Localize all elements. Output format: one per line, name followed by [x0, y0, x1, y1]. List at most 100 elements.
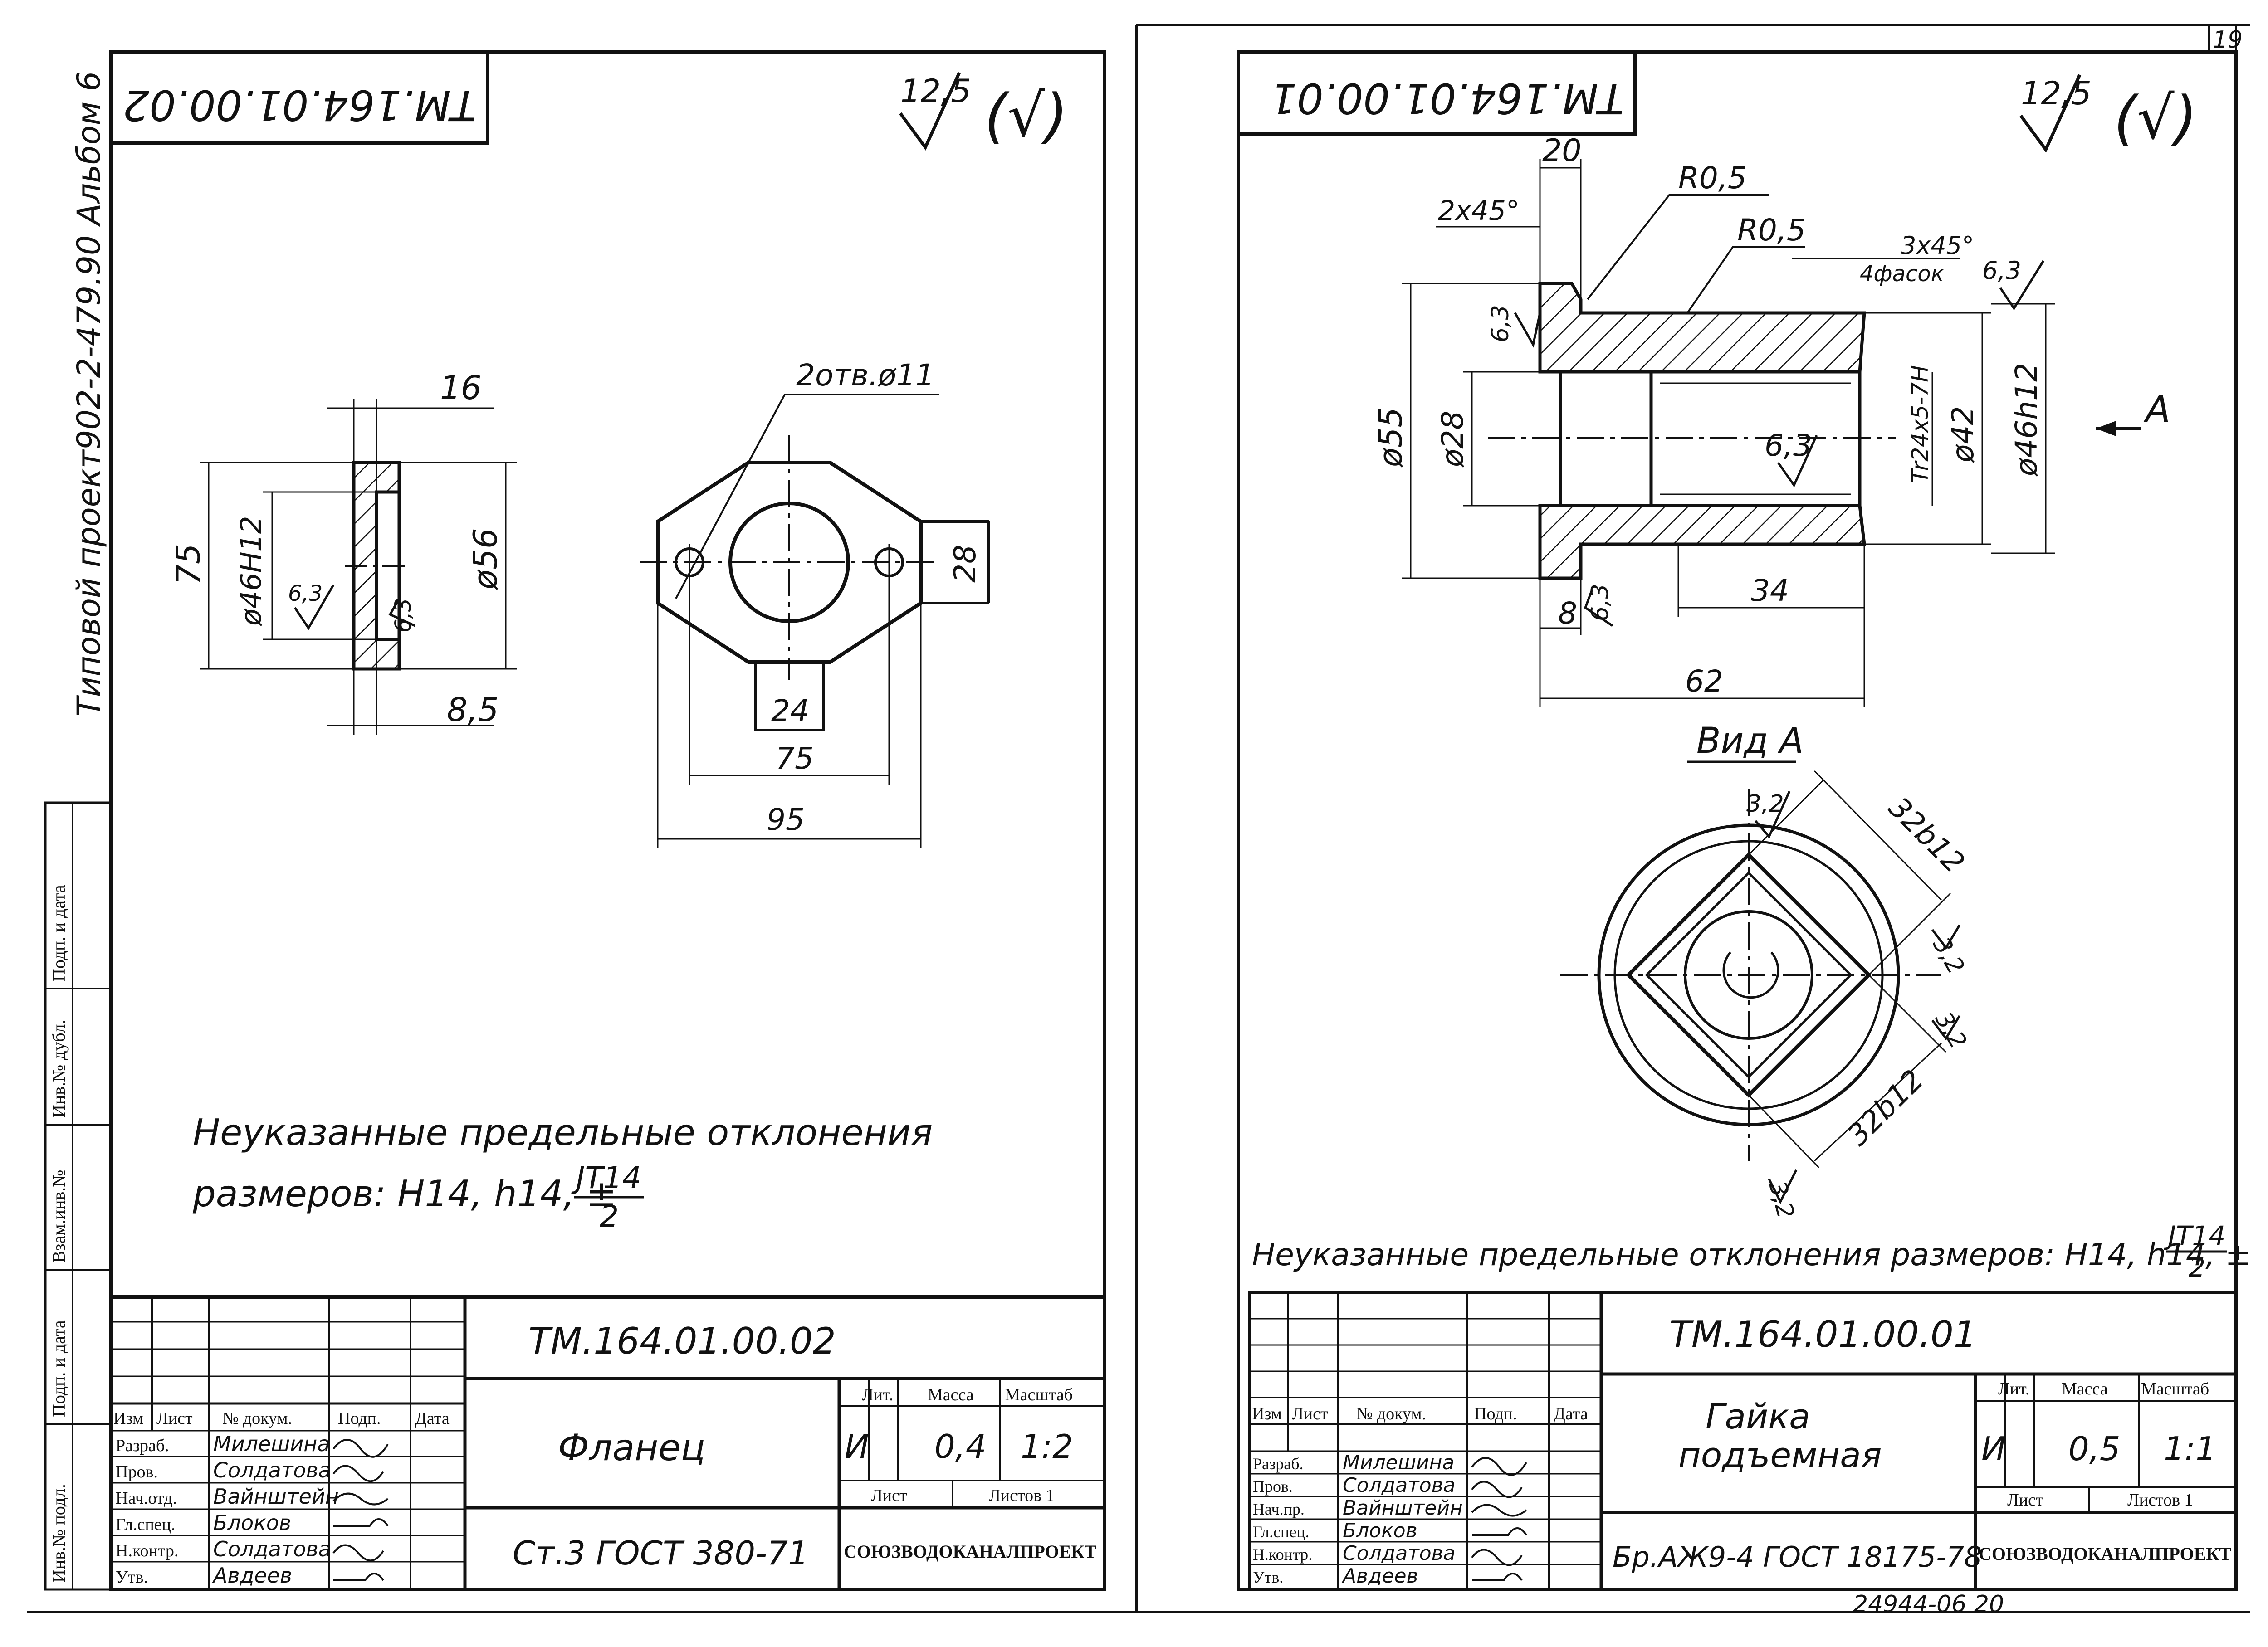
dim-radius-2: R0,5 — [1737, 213, 1806, 248]
note-fraction-den: 2 — [600, 1199, 619, 1234]
r-hdr-izm: Изм — [1252, 1404, 1282, 1423]
note-line-2: размеров: H14, h14, ± — [192, 1173, 616, 1215]
role-gl-spec: Гл.спец. — [116, 1515, 175, 1534]
left-scale: 1:2 — [1021, 1428, 1073, 1466]
right-note-fraction-num: JT14 — [2164, 1220, 2225, 1251]
role-razrab: Разраб. — [116, 1436, 169, 1455]
left-sheet: Инв.№ подл. Подп. и дата Взам.инв.№ Инв.… — [27, 50, 2250, 1613]
dim-flange-20: 20 — [1542, 133, 1582, 169]
hdr-list: Лист — [156, 1409, 193, 1428]
left-mirrored-doc-number: ТМ.164.01.00.02 — [123, 81, 476, 129]
dim-spacing-75: 75 — [776, 741, 814, 776]
left-hdr-scale: Масштаб — [1005, 1385, 1073, 1404]
rough-bottom: 6,3 — [1587, 584, 1614, 621]
left-lit: И — [845, 1428, 869, 1466]
name-nach: Вайнштейн — [213, 1484, 339, 1509]
right-org: СОЮЗВОДОКАНАЛПРОЕКТ — [1979, 1544, 2231, 1564]
dim-square-bottom: 32b12 — [1841, 1063, 1930, 1152]
dim-thick-8: 8 — [1558, 596, 1577, 631]
left-sheet-label: Лист — [871, 1486, 907, 1505]
hdr-podp: Подп. — [338, 1409, 381, 1428]
right-mirrored-doc-number: ТМ.164.01.00.01 — [1271, 74, 1624, 122]
left-sheets-label: Листов 1 — [989, 1486, 1055, 1505]
right-roughness-symbol: 12,5 (√) — [2019, 74, 2197, 153]
dim-step-8-5: 8,5 — [447, 691, 499, 729]
right-part-name-1: Гайка — [1706, 1396, 1810, 1437]
nut-thread-bore — [1649, 370, 1862, 507]
right-lit: И — [1981, 1430, 2006, 1468]
right-note-text: Неуказанные предельные отклонения размер… — [1252, 1237, 2251, 1273]
name-gl-spec: Блоков — [213, 1511, 291, 1535]
r-hdr-list: Лист — [1292, 1404, 1328, 1423]
stamp-podp-data-2: Подп. и дата — [49, 885, 69, 982]
flange-front-view: 2отв.ø11 28 24 75 95 — [640, 358, 990, 848]
right-doc-code: ТМ.164.01.00.01 — [1669, 1313, 1977, 1355]
r-name-n-kontr: Солдатова — [1343, 1542, 1456, 1565]
left-hdr-lit: Лит. — [862, 1385, 893, 1404]
nut-section-view: 20 2х45° R0,5 R0,5 3х45° 4фасок 6,3 ø55 … — [1372, 133, 2170, 707]
r-role-prov: Пров. — [1253, 1477, 1293, 1496]
r-role-nach: Нач.пр. — [1253, 1500, 1305, 1518]
right-hdr-mass: Масса — [2062, 1379, 2108, 1398]
stamp-inv-dubl: Инв.№ дубл. — [49, 1020, 69, 1118]
role-utv: Утв. — [116, 1568, 148, 1587]
right-sheet-label: Лист — [2007, 1491, 2043, 1510]
r-name-nach: Вайнштейн — [1343, 1496, 1463, 1520]
right-mass: 0,5 — [2068, 1430, 2121, 1468]
r-name-prov: Солдатова — [1343, 1474, 1456, 1497]
r-name-utv: Авдеев — [1341, 1564, 1418, 1588]
view-a-title: Вид А — [1696, 721, 1804, 761]
left-hdr-mass: Масса — [928, 1385, 974, 1404]
flange-side-view: 16 75 ø46H12 6,3 6,3 ø56 8,5 — [169, 369, 517, 735]
dim-radius-1: R0,5 — [1678, 161, 1747, 195]
right-mirrored-number-box: ТМ.164.01.00.01 — [1238, 52, 1637, 136]
name-n-kontr: Солдатова — [213, 1537, 331, 1561]
dim-chamfer-left: 2х45° — [1438, 195, 1520, 227]
dim-width-95: 95 — [767, 802, 805, 837]
dim-lug-24: 24 — [771, 693, 809, 728]
dim-lug-28: 28 — [948, 545, 982, 583]
dim-square-top: 32b12 — [1882, 791, 1971, 880]
left-mass: 0,4 — [934, 1428, 987, 1466]
page-number: 19 — [2213, 26, 2243, 54]
left-roughness-symbol: 12,5 (√) — [899, 72, 1068, 151]
bottom-stamp: 24944-06 20 — [1853, 1591, 2004, 1618]
rough-top: 6,3 — [1982, 256, 2021, 285]
rough-view-a1: 3,2 — [1746, 790, 1784, 818]
name-prov: Солдатова — [213, 1458, 331, 1482]
r-role-gl-spec: Гл.спец. — [1253, 1523, 1310, 1541]
stamp-inv-podl: Инв.№ подл. — [49, 1484, 69, 1583]
dim-thickness-16: 16 — [440, 369, 482, 407]
left-part-name: Фланец — [558, 1427, 705, 1469]
right-sheet: 19 ТМ.164.01.00.01 12,5 (√) 20 2х45° — [1135, 24, 2251, 1618]
right-hdr-lit: Лит. — [1998, 1379, 2029, 1398]
rough-view-a2: 3,2 — [1927, 933, 1970, 979]
side-project-note: Типовой проект902-2-479.90 Альбом 6 — [70, 71, 108, 716]
role-nach: Нач.отд. — [116, 1489, 177, 1508]
r-hdr-podp: Подп. — [1474, 1404, 1517, 1423]
right-part-name-2: подъемная — [1678, 1435, 1882, 1475]
dim-dia-28: ø28 — [1435, 411, 1470, 468]
hdr-data: Дата — [415, 1409, 450, 1428]
stamp-podp-data-1: Подп. и дата — [49, 1320, 69, 1417]
right-hdr-scale: Масштаб — [2141, 1379, 2209, 1398]
roughness-bore: 6,3 — [288, 581, 323, 606]
hdr-dokum: № докум. — [222, 1409, 292, 1428]
left-material: Ст.3 ГОСТ 380-71 — [513, 1534, 809, 1572]
r-hdr-dokum: № докум. — [1356, 1404, 1426, 1423]
hdr-izm: Изм — [113, 1409, 143, 1428]
dim-dia-55: ø55 — [1372, 407, 1409, 468]
dim-chamfer-note: 4фасок — [1860, 261, 1944, 287]
left-roughness-value: 12,5 — [900, 73, 971, 110]
left-side-stamp: Инв.№ подл. Подп. и дата Взам.инв.№ Инв.… — [44, 801, 112, 1591]
right-scale: 1:1 — [2164, 1430, 2216, 1468]
r-role-razrab: Разраб. — [1253, 1455, 1304, 1473]
right-title-block: Изм Лист № докум. Подп. Дата Разраб. Про… — [1248, 1291, 2238, 1591]
dim-bore-46H12: ø46H12 — [235, 516, 268, 626]
right-note-fraction-den: 2 — [2189, 1252, 2205, 1283]
dim-height-75: 75 — [169, 543, 207, 585]
left-title-block: Изм Лист № докум. Подп. Дата Разраб. Про… — [109, 1295, 1106, 1591]
role-n-kontr: Н.контр. — [116, 1541, 178, 1560]
right-roughness-value: 12,5 — [2021, 75, 2092, 112]
